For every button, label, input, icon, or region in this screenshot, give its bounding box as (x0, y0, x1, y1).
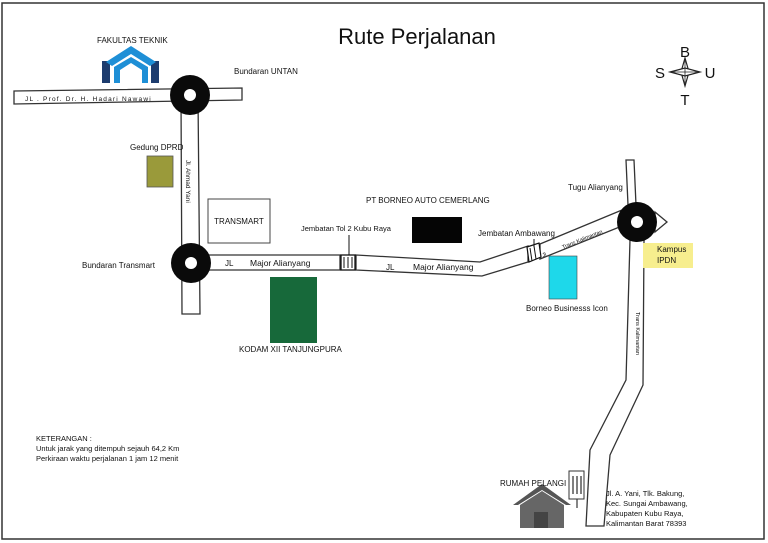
transmart-building (207, 198, 271, 244)
roundabout-tugu-alianyang (617, 202, 657, 242)
legend-line-1: Untuk jarak yang ditempuh sejauh 64,2 Km (36, 444, 179, 453)
rumah-pelangi-label: RUMAH PELANGI (500, 479, 566, 488)
fakultas-teknik-label: FAKULTAS TEKNIK (97, 36, 168, 45)
pt-borneo-building (412, 217, 462, 243)
address-line-1: Jl. A. Yani, Tlk. Bakung, (606, 489, 684, 498)
roundabout-untan (170, 75, 210, 115)
legend-line-2: Perkiraan waktu perjalanan 1 jam 12 meni… (36, 454, 179, 463)
road-trans-kalimantan-south (585, 239, 645, 527)
compass-rose-icon (667, 55, 703, 89)
tugu-alianyang-label: Tugu Alianyang (568, 183, 623, 192)
borneo-business-icon-label: Borneo Businesss Icon (526, 304, 608, 313)
compass-north-label: B (680, 44, 690, 61)
kodam-label: KODAM XII TANJUNGPURA (239, 345, 342, 354)
rumah-pelangi-sign-icon (568, 470, 585, 508)
address-line-3: Kabupaten Kubu Raya, (606, 509, 684, 518)
bundaran-untan-label: Bundaran UNTAN (234, 67, 298, 76)
road-jl-label-2: JL (386, 263, 395, 272)
gedung-dprd-label: Gedung DPRD (130, 143, 184, 152)
road-major-alianyang-label-2: Major Alianyang (413, 262, 474, 272)
kampus-ipdn-label-2: IPDN (657, 256, 676, 265)
kampus-ipdn-label-1: Kampus (657, 245, 686, 254)
road-major-alianyang-east (355, 245, 529, 277)
map-title: Rute Perjalanan (338, 24, 496, 49)
address-line-2: Kec. Sungai Ambawang, (606, 499, 688, 508)
borneo-business-icon-building (548, 255, 578, 300)
legend-heading: KETERANGAN : (36, 434, 92, 443)
compass-west-label: S (655, 65, 665, 82)
road-ahmad-yani-label: Jl. Ahmad Yani (184, 160, 191, 203)
fakultas-teknik-icon (102, 46, 159, 83)
road-hadari-nawawi-label: JL . Prof. Dr. H. Hadari Nawawi (25, 96, 152, 103)
address-line-4: Kalimantan Barat 78393 (606, 519, 686, 528)
bundaran-transmart-label: Bundaran Transmart (82, 261, 156, 270)
jembatan-ambawang-bridge (526, 242, 542, 263)
transmart-label: TRANSMART (214, 217, 264, 226)
jembatan-tol-label: Jembatan Tol 2 Kubu Raya (301, 224, 392, 233)
roundabout-transmart (171, 243, 211, 283)
compass-south-label: T (680, 92, 689, 109)
pt-borneo-label: PT BORNEO AUTO CEMERLANG (366, 196, 490, 205)
road-major-alianyang-label-1: Major Alianyang (250, 258, 311, 268)
rumah-pelangi-icon (513, 484, 571, 528)
compass-east-label: U (705, 65, 716, 82)
road-north-stub (625, 159, 637, 206)
jembatan-ambawang-label: Jembatan Ambawang (478, 229, 555, 238)
road-trans-kalimantan-label-2: Trans Kalimantan (634, 312, 640, 355)
kodam-building (270, 277, 317, 343)
gedung-dprd-building (146, 155, 174, 188)
road-jl-label-3: Jl (542, 252, 548, 259)
road-jl-label-1: JL (225, 259, 234, 268)
kampus-ipdn-box (643, 243, 693, 268)
jembatan-tol-bridge (340, 254, 356, 271)
